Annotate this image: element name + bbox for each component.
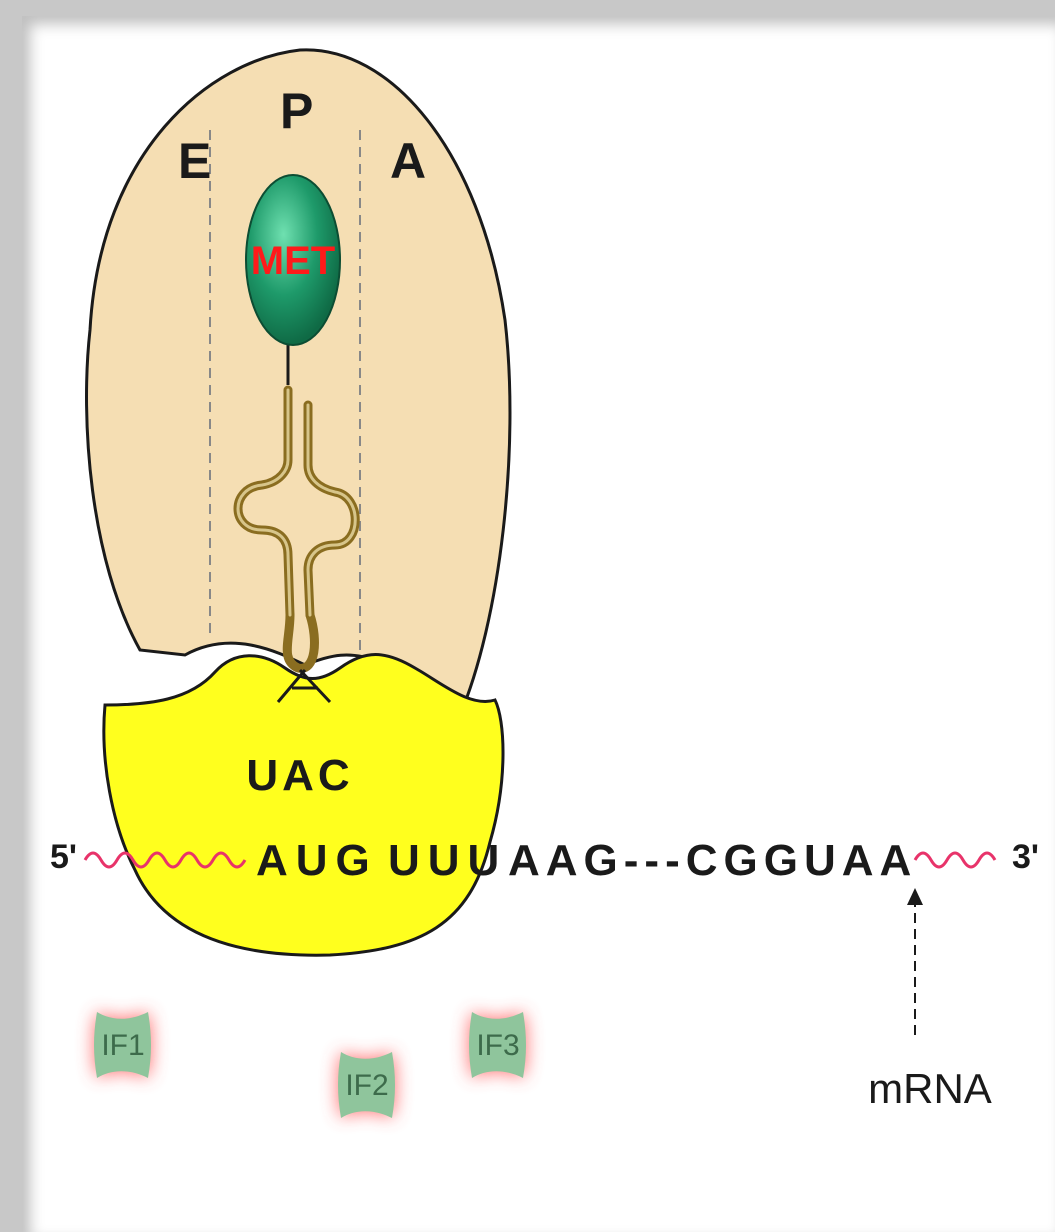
if3-label: IF3 (476, 1029, 519, 1062)
anticodon-label: UAC (246, 751, 353, 800)
codon-2-label: UUU (388, 836, 507, 885)
if3-factor: IF3 (469, 1012, 526, 1078)
mrna-sequence-rest: AAG---CGGUAA (508, 836, 917, 885)
three-prime-label: 3' (1012, 838, 1039, 876)
translation-initiation-diagram: E P A MET UAC 5' AUG UUU AAG---CGGUAA 3'… (22, 16, 1055, 1232)
five-prime-label: 5' (50, 838, 77, 876)
if2-factor: IF2 (338, 1052, 395, 1118)
site-e-label: E (178, 133, 211, 189)
if2-label: IF2 (345, 1069, 388, 1102)
site-p-label: P (280, 83, 313, 139)
mrna-wave-right (915, 853, 995, 867)
mrna-label: mRNA (868, 1065, 992, 1112)
if1-factor: IF1 (94, 1012, 151, 1078)
small-subunit (104, 655, 503, 956)
mrna-pointer-arrowhead (907, 888, 923, 905)
if1-label: IF1 (101, 1029, 144, 1062)
site-a-label: A (390, 133, 426, 189)
large-subunit (87, 50, 510, 715)
codon-1-label: AUG (256, 836, 378, 885)
met-label: MET (251, 239, 335, 283)
